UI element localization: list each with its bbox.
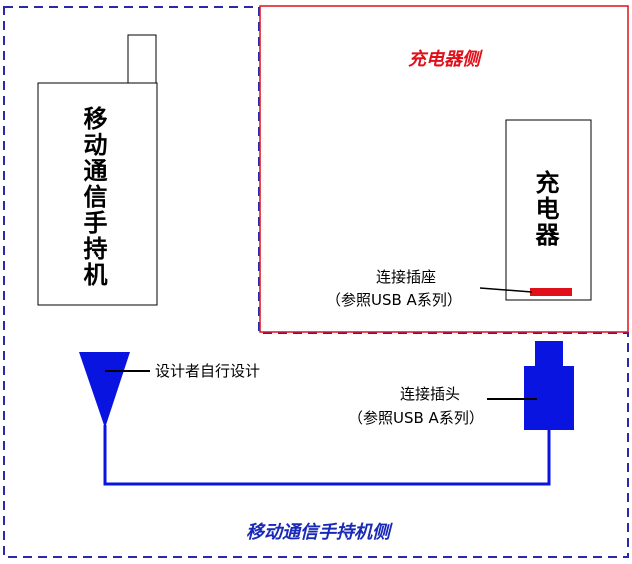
handset-antenna-stub [127,34,157,84]
charger-side-boundary [259,5,629,333]
socket-leader [479,287,533,293]
usb-socket [530,288,572,296]
socket-ref: （参照USB A系列） [326,291,462,309]
usb-plug-tip [535,341,563,367]
socket-label: 连接插座 [376,268,437,286]
charger-body [505,119,592,301]
antenna-label: 设计者自行设计 [155,362,261,380]
antenna-icon [79,352,130,428]
plug-ref: （参照USB A系列） [348,409,484,427]
handset-body [37,82,158,306]
charger-side-title: 充电器侧 [408,49,480,70]
handset-side-boundary [3,6,629,558]
handset-label: 移动通信手持机 [79,106,107,288]
charger-label: 充电器 [531,170,559,248]
handset-side-title: 移动通信手持机侧 [246,522,390,543]
plug-label: 连接插头 [400,385,461,403]
cable [103,425,551,486]
